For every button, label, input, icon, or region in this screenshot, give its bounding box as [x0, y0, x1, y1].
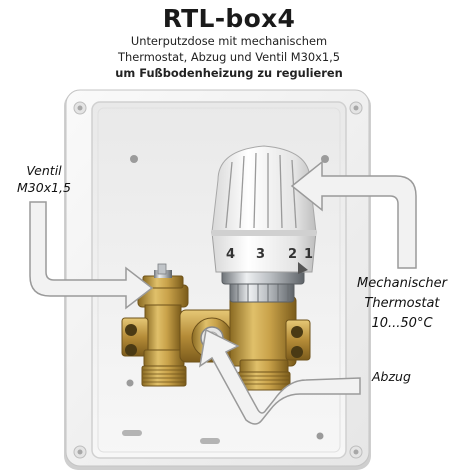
subtitle-line-2: Thermostat, Abzug und Ventil M30x1,5 [118, 50, 340, 64]
thermostat-head [211, 145, 317, 274]
thermostat-label-line-1: Mechanischer [357, 276, 447, 291]
ventil-label-line-2: M30x1,5 [17, 180, 71, 195]
ventil-label-line-1: Ventil [26, 163, 62, 178]
abzug-arrow [198, 328, 361, 425]
ventil-label: Ventil M30x1,5 [8, 162, 80, 196]
thermostat-label-line-3: 10...50°C [371, 316, 433, 331]
scale-digit: 3 [256, 247, 265, 262]
abzug-label: Abzug [372, 369, 411, 384]
ventil-arrow [29, 201, 154, 310]
subtitle-line-1: Unterputzdose mit mechanischem [130, 34, 328, 48]
scale-digit: 1 [304, 247, 313, 262]
thermostat-scale: 4 3 2 1 [226, 247, 313, 262]
page-title: RTL-box4 [162, 4, 296, 33]
thermostat-label: Mechanischer Thermostat 10...50°C [348, 274, 456, 334]
thermostat-label-line-2: Thermostat [364, 296, 440, 311]
subtitle: Unterputzdose mit mechanischem Thermosta… [60, 33, 398, 81]
thermostat-arrow [290, 160, 417, 269]
scale-digit: 4 [226, 247, 235, 262]
scale-digit: 2 [288, 247, 297, 262]
subtitle-line-3: um Fußbodenheizung zu regulieren [115, 66, 343, 80]
